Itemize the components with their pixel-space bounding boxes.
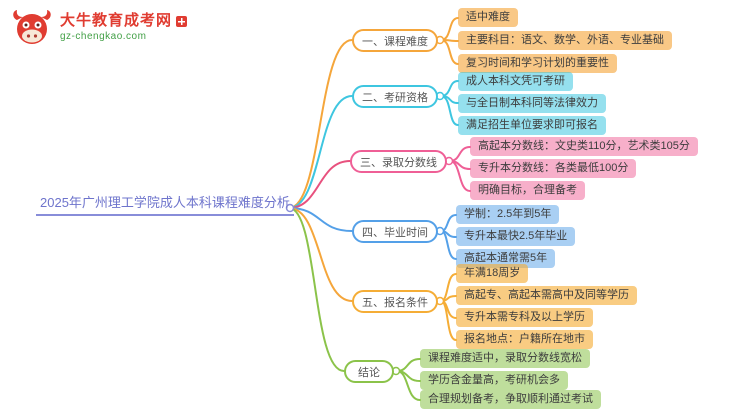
branch-node-postgrad-eligibility[interactable]: 二、考研资格 [352,85,438,108]
leaf-node[interactable]: 与全日制本科同等法律效力 [458,94,606,113]
branch-node-conclusion[interactable]: 结论 [344,360,394,383]
leaf-node[interactable]: 课程难度适中，录取分数线宽松 [420,349,590,368]
bull-icon [13,10,51,44]
leaf-node[interactable]: 专升本最快2.5年毕业 [456,227,576,246]
leaf-node[interactable]: 专升本需专科及以上学历 [456,308,593,327]
leaf-node[interactable]: 成人本科文凭可考研 [458,72,573,91]
site-name: 大牛教育成考网 [60,12,173,30]
leaf-node[interactable]: 明确目标，合理备考 [470,181,585,200]
leaf-node[interactable]: 适中难度 [458,8,518,27]
leaf-node[interactable]: 学历含金量高，考研机会多 [420,371,568,390]
central-topic[interactable]: 2025年广州理工学院成人本科课程难度分析 [36,192,294,216]
leaf-node[interactable]: 年满18周岁 [456,264,529,283]
site-domain: gz-chengkao.com [60,31,147,43]
seal-icon [176,16,188,28]
leaf-node[interactable]: 满足招生单位要求即可报名 [458,116,606,135]
branch-node-graduation-time[interactable]: 四、毕业时间 [352,220,438,243]
branch-node-admission-score[interactable]: 三、录取分数线 [350,150,447,173]
leaf-node[interactable]: 高起本分数线：文史类110分，艺术类105分 [470,137,698,156]
leaf-node[interactable]: 高起专、高起本需高中及同等学历 [456,286,637,305]
site-logo[interactable]: 大牛教育成考网 gz-chengkao.com [10,6,188,50]
leaf-node[interactable]: 合理规划备考，争取顺利通过考试 [420,390,601,409]
leaf-node[interactable]: 报名地点：户籍所在地市 [456,330,593,349]
leaf-node[interactable]: 学制：2.5年到5年 [456,205,560,224]
leaf-node[interactable]: 主要科目：语文、数学、外语、专业基础 [458,31,672,50]
branch-node-registration-conditions[interactable]: 五、报名条件 [352,290,438,313]
leaf-node[interactable]: 高起本通常需5年 [456,249,556,268]
leaf-node[interactable]: 专升本分数线：各类最低100分 [470,159,637,178]
leaf-node[interactable]: 复习时间和学习计划的重要性 [458,54,617,73]
branch-node-course-difficulty[interactable]: 一、课程难度 [352,29,438,52]
